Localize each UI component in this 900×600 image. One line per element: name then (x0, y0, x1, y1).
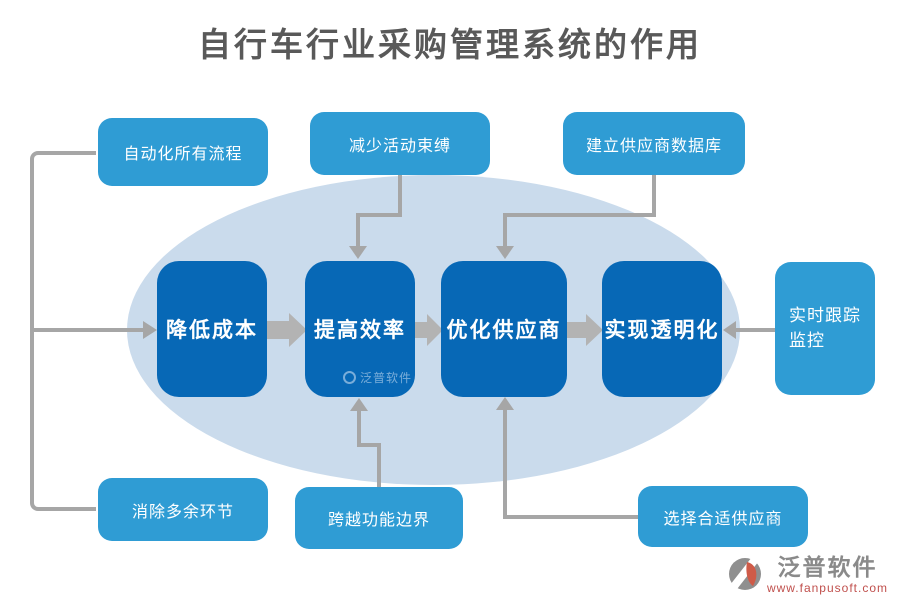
node-reduce-activity-constraints: 减少活动束缚 (310, 112, 490, 175)
node-cross-functional-boundaries: 跨越功能边界 (295, 487, 463, 549)
connector-right-shaft (736, 328, 775, 332)
vendor-logo: 泛普软件 www.fanpusoft.com (726, 554, 888, 595)
connector-topmid-seg2 (356, 213, 402, 217)
connector-topmid-seg3 (356, 213, 360, 248)
core-node-reduce-cost: 降低成本 (157, 261, 267, 397)
block-arrowhead-icon (586, 314, 603, 346)
watermark: 泛普软件 (343, 369, 412, 386)
connector-left-bracket (30, 151, 96, 511)
diagram-title: 自行车行业采购管理系统的作用 (198, 26, 702, 63)
up-arrowhead-icon (350, 398, 368, 411)
up-arrowhead-icon (496, 397, 514, 410)
connector-botmid-seg1 (377, 443, 381, 488)
vendor-logo-name: 泛普软件 (777, 554, 878, 580)
left-arrowhead-icon (143, 321, 157, 339)
node-realtime-tracking-monitoring: 实时跟踪监控 (775, 262, 875, 395)
watermark-logo-icon (343, 371, 356, 384)
connector-topmid-seg1 (398, 174, 402, 217)
block-arrow-1 (266, 321, 289, 339)
connector-botright-seg1 (503, 515, 638, 519)
core-node-optimize-suppliers: 优化供应商 (441, 261, 567, 397)
block-arrow-2 (414, 322, 427, 338)
left-arrowhead-icon (723, 321, 736, 339)
node-select-suitable-suppliers: 选择合适供应商 (638, 486, 808, 547)
block-arrowhead-icon (289, 313, 307, 347)
connector-topright-seg2 (503, 213, 656, 217)
node-build-supplier-database: 建立供应商数据库 (563, 112, 745, 175)
node-automate-all-processes: 自动化所有流程 (98, 118, 268, 186)
block-arrow-3 (566, 322, 586, 338)
core-node-achieve-transparency: 实现透明化 (602, 261, 722, 397)
node-realtime-tracking-monitoring-label: 实时跟踪监控 (789, 305, 861, 350)
connector-botmid-seg3 (357, 409, 361, 447)
down-arrowhead-icon (349, 246, 367, 259)
watermark-text: 泛普软件 (360, 371, 413, 385)
connector-topright-seg3 (503, 213, 507, 248)
node-eliminate-redundant-steps: 消除多余环节 (98, 478, 268, 541)
fanpu-logo-icon (726, 556, 763, 592)
down-arrowhead-icon (496, 246, 514, 259)
connector-left-arrow-shaft (34, 328, 143, 332)
vendor-logo-url: www.fanpusoft.com (766, 581, 888, 595)
connector-botright-seg2 (503, 408, 507, 519)
block-arrowhead-icon (427, 314, 443, 346)
connector-topright-seg1 (652, 174, 656, 217)
core-node-improve-efficiency: 提高效率 (305, 261, 415, 397)
connector-botmid-seg2 (357, 443, 381, 447)
